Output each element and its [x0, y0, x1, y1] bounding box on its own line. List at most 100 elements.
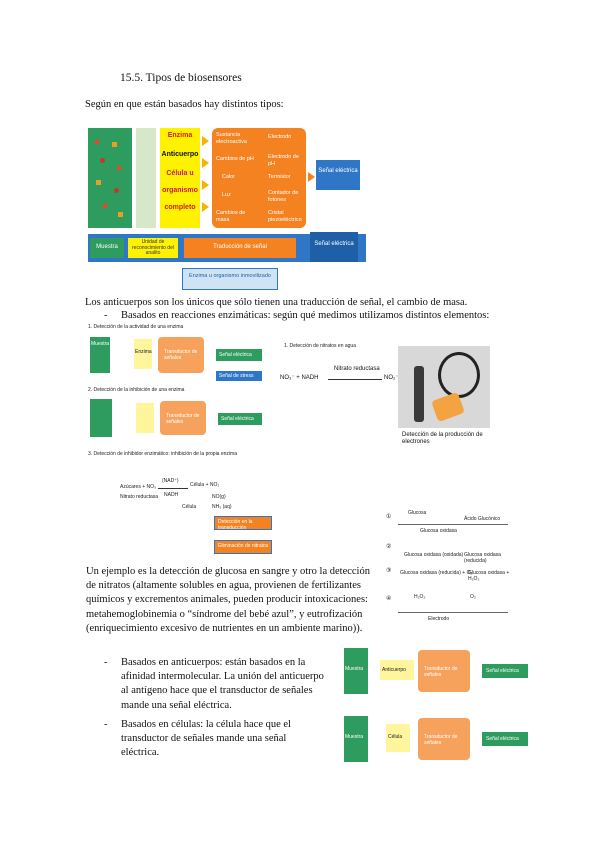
- reaction3-right: Glucosa oxidasa + H₂O₂: [468, 570, 510, 582]
- sample-block: Muestra: [90, 337, 110, 373]
- transducer-box: Sustancia electroactiva Cambios de pH Ca…: [212, 128, 306, 228]
- bullet-antibody: Basados en anticuerpos: están basados en…: [121, 657, 324, 711]
- electrode-label: Electrodo: [428, 616, 450, 622]
- membrane-line: [398, 524, 508, 525]
- h2o2-label: H₂O₂: [414, 594, 426, 600]
- glucose-paragraph: Un ejemplo es la detección de glucosa en…: [86, 566, 370, 634]
- reaction-arrow: [328, 379, 382, 380]
- transducer-item: Cambios de masa: [216, 210, 246, 223]
- electrode-line: [398, 612, 508, 613]
- recognition-complete: completo: [164, 204, 196, 211]
- analyte-square-icon: [118, 212, 123, 217]
- enzyme-label: Enzima: [135, 349, 152, 355]
- elimination-label: Eliminación de nitratos: [218, 543, 269, 549]
- analyte-square-icon: [96, 180, 101, 185]
- arrow-icon: [202, 180, 209, 190]
- bullet-cell: Basados en células: la célula hace que e…: [121, 719, 291, 759]
- o2-label: O₂: [470, 594, 476, 600]
- oxidized-label: Glucosa oxidasa (oxidada): [404, 552, 464, 558]
- pathway-text: NADH: [164, 492, 179, 498]
- signal-label: Señal eléctrica: [318, 168, 358, 174]
- signal-step-label: Señal eléctrica: [314, 241, 354, 247]
- pathway-text: NO(g): [212, 494, 226, 500]
- nosignal-label: Señal de stress: [219, 373, 254, 379]
- signal-label: Señal eléctrica: [221, 416, 254, 422]
- figure-enzyme-schemes: 1. Detección de la actividad de una enzi…: [86, 323, 270, 463]
- device-probe: [414, 366, 424, 422]
- figure-glucose-steps: ① Glucosa Glucosa oxidasa Ácido Glucónic…: [384, 508, 514, 632]
- arrow-icon: [202, 202, 209, 212]
- transducer-item: Calor: [222, 174, 236, 180]
- sample-block: [90, 399, 112, 437]
- pathway-text: NH₃ (aq): [212, 504, 232, 510]
- transducer-box: Transductor de señales: [160, 401, 206, 435]
- recognition-step-label: Unidad de reconocimiento del analito: [132, 239, 174, 256]
- signal-step: Señal eléctrica: [310, 232, 358, 262]
- analyte-triangle-icon: [102, 202, 108, 208]
- output-item: Cristal piezoeléctrico: [268, 210, 302, 223]
- transducer-box: Transductor de señales: [418, 650, 470, 692]
- arrow-icon: [202, 158, 209, 168]
- device-cable: [438, 352, 480, 398]
- receptor-column: [136, 128, 156, 228]
- bullet-enzymatic: Basados en reacciones enzimáticas: según…: [121, 310, 490, 321]
- sample-block: Muestra: [344, 716, 368, 762]
- transducer-item: Sustancia electroactiva: [216, 132, 247, 145]
- device-caption: Detección de la producción de electrones: [402, 432, 483, 445]
- arrow-icon: [308, 172, 315, 182]
- step-4: ④: [386, 596, 392, 602]
- section-heading: 15.5. Tipos de biosensores: [120, 72, 242, 84]
- gluconic-label: Ácido Glucónico: [464, 516, 501, 522]
- pathway-text: Célula: [182, 504, 197, 510]
- analyte-triangle-icon: [94, 138, 100, 144]
- recognition-organism: organismo: [162, 187, 198, 194]
- transducer-label: Transductor de señales: [424, 734, 458, 746]
- signal-label: Señal eléctrica: [486, 668, 519, 674]
- transduction-step-label: Traducción de señal: [213, 244, 267, 250]
- transducer-box: Transductor de señales: [418, 718, 470, 760]
- signal-label: Señal eléctrica: [219, 352, 252, 358]
- pathway-text: Nitrato reductasa: [120, 494, 159, 500]
- output-item: Electrodo: [268, 134, 292, 140]
- caption-inhibitor: 3. Detección de inhibidor enzimático: in…: [88, 451, 237, 457]
- recognition-step: Unidad de reconocimiento del analito: [128, 238, 178, 258]
- recognition-cell: Célula u: [166, 170, 194, 177]
- analyte-dot-icon: [100, 158, 105, 163]
- signal-box: Señal eléctrica: [216, 349, 262, 361]
- signal-box: Señal eléctrica: [482, 664, 528, 678]
- signal-box: Señal eléctrica: [218, 413, 262, 425]
- caption-inhibition: 2. Detección de la inhibición de una enz…: [88, 387, 185, 393]
- figure-antibody-sensor: Muestra Anticuerpo Transductor de señale…: [342, 646, 532, 696]
- biosensor-device-image: [398, 346, 490, 428]
- figure-nitrate-pathway: Azúcares + NO₃ (NAD⁺) Célula + NO₂ Nitra…: [118, 478, 278, 568]
- antibody-paragraph: Los anticuerpos son los únicos que sólo …: [85, 297, 468, 308]
- output-item: Contador de fotones: [268, 190, 299, 203]
- sample-step-label: Muestra: [96, 244, 118, 250]
- sample-label: Muestra: [345, 666, 364, 672]
- eq-left: NO₃⁻ + NADH: [280, 375, 319, 381]
- glucose-label: Glucosa: [408, 510, 427, 516]
- signal-box: Señal eléctrica: [482, 732, 528, 746]
- pathway-text: Azúcares + NO₃: [120, 484, 157, 490]
- detection-box: Detección en la transducción: [214, 516, 272, 531]
- arrow-icon: [202, 136, 209, 146]
- step-3: ③: [386, 568, 392, 574]
- sample-block: Muestra: [344, 648, 368, 694]
- transducer-label: Transductor de señales: [166, 413, 200, 425]
- figure-biosensor-types: Enzima Anticuerpo Célula u organismo com…: [86, 126, 372, 292]
- enzyme-label: Nitrato reductasa: [334, 366, 380, 372]
- detection-label: Detección en la transducción: [218, 519, 253, 531]
- transducer-item: Luz: [222, 192, 231, 198]
- transducer-label: Transductor de señales: [164, 349, 198, 361]
- antibody-box: Anticuerpo: [380, 660, 414, 680]
- enzyme-box: Enzima: [134, 339, 152, 369]
- output-item: Termistor: [268, 174, 291, 180]
- transduction-step: Traducción de señal: [184, 238, 296, 258]
- step-1: ①: [386, 514, 392, 520]
- antibody-label: Anticuerpo: [382, 667, 406, 673]
- analyte-triangle-icon: [116, 164, 122, 170]
- transducer-label: Transductor de señales: [424, 666, 458, 678]
- nitrate-caption: 1. Detección de nitratos en agua: [284, 343, 356, 349]
- pathway-text: (NAD⁺): [162, 478, 179, 484]
- bullet-dash: -: [104, 657, 108, 668]
